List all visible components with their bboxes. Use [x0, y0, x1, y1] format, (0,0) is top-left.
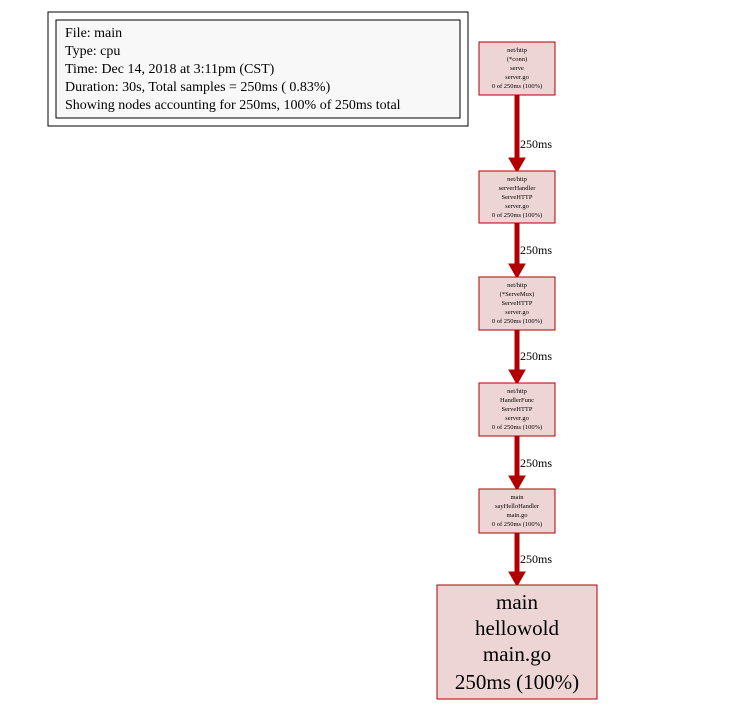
edge-arrowhead	[508, 475, 526, 492]
node-line: 0 of 250ms (100%)	[492, 521, 542, 528]
node-line: (*ServeMux)	[500, 291, 535, 298]
node-box	[478, 41, 556, 96]
edge-n4-n5[interactable]: 250ms	[508, 436, 552, 492]
node-line: main	[496, 590, 538, 614]
node-line: net/http	[507, 47, 527, 54]
legend-line-time: Time: Dec 14, 2018 at 3:11pm (CST)	[65, 62, 275, 77]
edge-n5-n6[interactable]: 250ms	[508, 533, 552, 588]
edge-label: 250ms	[520, 456, 552, 470]
node-line: main	[511, 494, 525, 501]
node-line: ServeHTTP	[501, 406, 532, 413]
node-line: ServeHTTP	[501, 194, 532, 201]
legend-inner-frame	[55, 19, 461, 119]
node-line: net/http	[507, 388, 527, 395]
node-box	[478, 170, 556, 224]
node-line: main.go	[483, 642, 551, 666]
node-line: server.go	[505, 203, 529, 210]
node-line: net/http	[507, 282, 527, 289]
edge-arrowhead	[508, 157, 526, 174]
node-conn-serve[interactable]: net/http (*conn) serve server.go 0 of 25…	[478, 41, 556, 96]
edge-n2-n3[interactable]: 250ms	[508, 223, 552, 280]
node-line: 0 of 250ms (100%)	[492, 212, 542, 219]
edge-arrowhead	[508, 369, 526, 386]
node-line: 0 of 250ms (100%)	[492, 83, 542, 90]
edge-n1-n2[interactable]: 250ms	[508, 95, 552, 174]
edge-label: 250ms	[520, 552, 552, 566]
node-box	[478, 382, 556, 437]
edge-arrowhead	[508, 263, 526, 280]
node-box	[478, 276, 556, 331]
node-line: main.go	[506, 512, 527, 519]
legend: File: main Type: cpu Time: Dec 14, 2018 …	[47, 11, 469, 127]
node-line: 250ms (100%)	[455, 670, 579, 694]
node-line: serverHandler	[499, 185, 537, 192]
node-line: server.go	[505, 309, 529, 316]
node-box	[478, 488, 556, 534]
node-line: HandlerFunc	[500, 397, 534, 404]
node-line: server.go	[505, 74, 529, 81]
node-hellowold[interactable]: main hellowold main.go 250ms (100%)	[436, 584, 598, 700]
node-line: net/http	[507, 176, 527, 183]
node-handlerfunc-servehttp[interactable]: net/http HandlerFunc ServeHTTP server.go…	[478, 382, 556, 437]
edge-label: 250ms	[520, 137, 552, 151]
edge-arrowhead	[508, 571, 526, 588]
node-line: serve	[510, 65, 524, 72]
node-line: 0 of 250ms (100%)	[492, 424, 542, 431]
node-line: ServeHTTP	[501, 300, 532, 307]
node-line: sayHelloHandler	[495, 503, 540, 510]
node-servemux-servehttp[interactable]: net/http (*ServeMux) ServeHTTP server.go…	[478, 276, 556, 331]
edge-label: 250ms	[520, 349, 552, 363]
legend-line-file: File: main	[65, 26, 122, 41]
node-sayhellohandler[interactable]: main sayHelloHandler main.go 0 of 250ms …	[478, 488, 556, 534]
node-serverhandler-servehttp[interactable]: net/http serverHandler ServeHTTP server.…	[478, 170, 556, 224]
node-line: server.go	[505, 415, 529, 422]
legend-line-duration: Duration: 30s, Total samples = 250ms ( 0…	[65, 80, 331, 95]
node-line: 0 of 250ms (100%)	[492, 318, 542, 325]
node-line: hellowold	[475, 616, 559, 640]
edge-label: 250ms	[520, 243, 552, 257]
node-box	[436, 584, 598, 700]
node-line: (*conn)	[507, 56, 527, 63]
legend-line-showing: Showing nodes accounting for 250ms, 100%…	[65, 98, 401, 113]
legend-line-type: Type: cpu	[65, 44, 120, 59]
edge-n3-n4[interactable]: 250ms	[508, 330, 552, 386]
